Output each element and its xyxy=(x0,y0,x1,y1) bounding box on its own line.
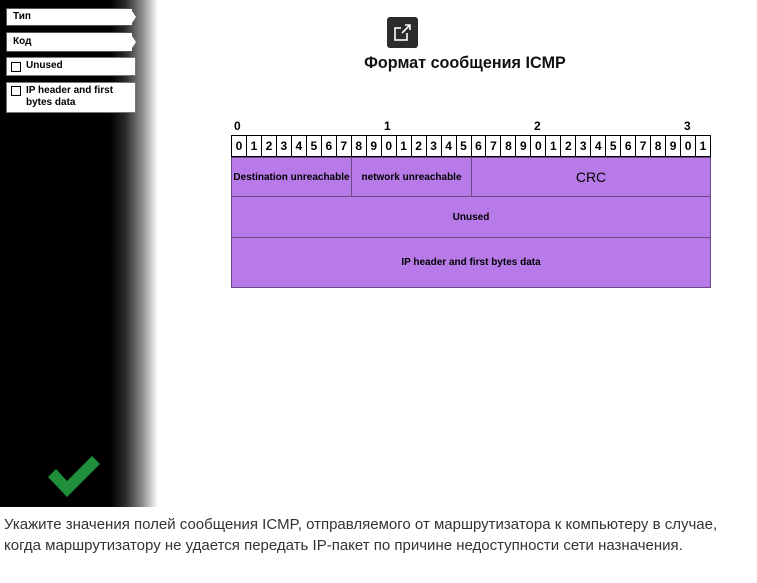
bit-cell: 6 xyxy=(621,136,637,156)
scale-number: 1 xyxy=(384,119,391,133)
bit-cell: 9 xyxy=(666,136,682,156)
bit-cell: 0 xyxy=(531,136,547,156)
bit-cell: 3 xyxy=(277,136,292,156)
open-external-icon xyxy=(394,24,411,41)
tab-type[interactable]: Тип xyxy=(6,8,136,26)
checkmark-icon[interactable] xyxy=(45,452,103,500)
bit-cell: 4 xyxy=(591,136,607,156)
bit-cell: 0 xyxy=(382,136,397,156)
bit-cell: 1 xyxy=(546,136,562,156)
checkbox-unused[interactable] xyxy=(11,62,21,72)
field-unused-value: Unused xyxy=(452,211,490,223)
scale-number: 0 xyxy=(234,119,241,133)
scale-number: 3 xyxy=(684,119,691,133)
bit-cell: 8 xyxy=(501,136,517,156)
bit-cell: 2 xyxy=(561,136,577,156)
bit-cell: 0 xyxy=(681,136,697,156)
bit-cell: 1 xyxy=(247,136,262,156)
scale-number: 2 xyxy=(534,119,541,133)
diagram-title: Формат сообщения ICMP xyxy=(364,53,566,72)
bit-cell: 6 xyxy=(322,136,337,156)
tab-arrow-icon xyxy=(132,11,136,23)
option-unused-label: Unused xyxy=(26,60,63,71)
field-code-value: network unreachable xyxy=(361,171,462,183)
bit-cell: 5 xyxy=(606,136,622,156)
field-type-value: Destination unreachable xyxy=(233,171,350,183)
checkbox-ip-header[interactable] xyxy=(11,86,21,96)
field-code[interactable]: network unreachable xyxy=(351,157,472,197)
bit-cell: 2 xyxy=(262,136,277,156)
bit-cell: 7 xyxy=(636,136,652,156)
tab-code[interactable]: Код xyxy=(6,32,136,52)
question-text: Укажите значения полей сообщения ICMP, о… xyxy=(4,516,718,554)
bit-cell: 3 xyxy=(576,136,592,156)
bit-cell: 3 xyxy=(427,136,442,156)
bit-cell: 7 xyxy=(486,136,502,156)
field-unused[interactable]: Unused xyxy=(231,196,711,238)
option-unused[interactable]: Unused xyxy=(6,57,136,76)
tab-arrow-icon xyxy=(132,36,136,48)
tab-code-label: Код xyxy=(13,36,32,47)
field-type[interactable]: Destination unreachable xyxy=(231,157,352,197)
bit-cell: 4 xyxy=(292,136,307,156)
bit-cell: 8 xyxy=(651,136,667,156)
bit-cell: 8 xyxy=(352,136,367,156)
bit-cell: 5 xyxy=(457,136,472,156)
bit-cell: 9 xyxy=(516,136,532,156)
left-panel: Тип Код Unused IP header and first bytes… xyxy=(0,0,158,507)
bit-cell: 4 xyxy=(442,136,457,156)
field-checksum[interactable]: CRC xyxy=(471,157,711,197)
bit-cell: 7 xyxy=(337,136,352,156)
bit-cell: 1 xyxy=(699,139,707,153)
bit-cell: 2 xyxy=(412,136,427,156)
field-ip-header[interactable]: IP header and first bytes data xyxy=(231,237,711,288)
option-ip-header-label: IP header and first bytes data xyxy=(26,85,114,108)
bit-cell: 5 xyxy=(307,136,322,156)
option-ip-header[interactable]: IP header and first bytes data xyxy=(6,82,136,113)
bit-cell: 6 xyxy=(472,136,487,156)
tab-type-label: Тип xyxy=(13,11,31,22)
bit-cell: 1 xyxy=(397,136,412,156)
bit-cell: 0 xyxy=(232,136,247,156)
field-checksum-value: CRC xyxy=(575,168,607,185)
field-ip-header-value: IP header and first bytes data xyxy=(401,257,541,268)
open-external-button[interactable] xyxy=(387,17,418,48)
bit-cell: 9 xyxy=(367,136,382,156)
